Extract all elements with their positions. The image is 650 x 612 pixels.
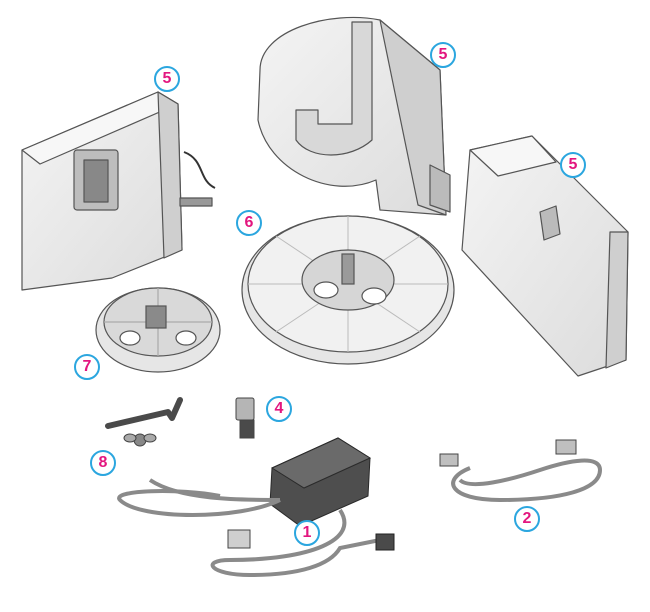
callout-1: 1	[294, 520, 320, 546]
callout-7: 7	[74, 354, 100, 380]
hex-key-and-wing-nut	[105, 397, 183, 447]
large-spool-disc	[241, 215, 455, 365]
callout-4: 4	[266, 396, 292, 422]
callout-5-left-guide: 5	[154, 66, 180, 92]
power-adapter-cable	[117, 437, 395, 578]
left-side-guide	[21, 91, 216, 291]
callout-5-top-guide: 5	[430, 42, 456, 68]
right-side-guide	[461, 135, 629, 377]
usb-cable	[439, 439, 603, 503]
small-hub	[95, 287, 221, 373]
callout-8: 8	[90, 450, 116, 476]
callout-2: 2	[514, 506, 540, 532]
top-center-guide	[257, 16, 451, 216]
threaded-fitting	[235, 397, 255, 439]
callout-6: 6	[236, 210, 262, 236]
callout-5-right-guide: 5	[560, 152, 586, 178]
